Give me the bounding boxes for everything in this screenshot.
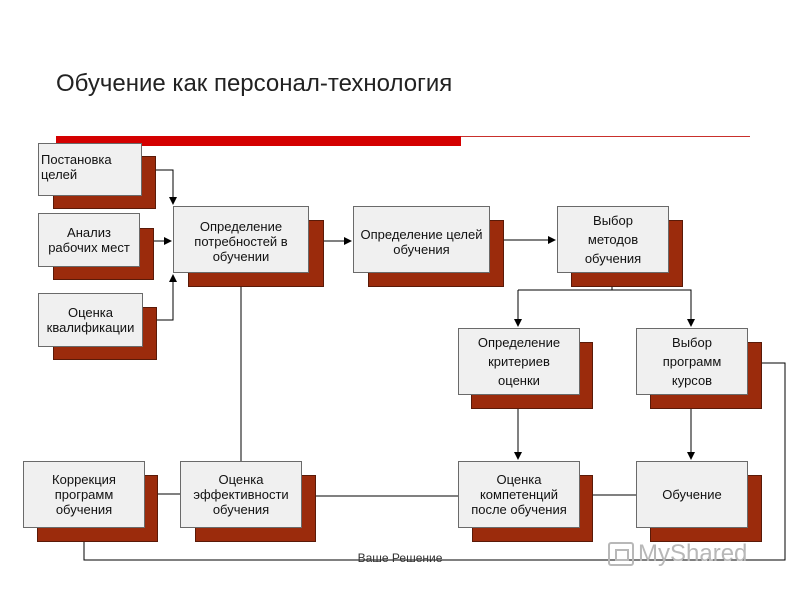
box-program-correction: Коррекция программ обучения	[23, 461, 145, 528]
watermark-text: MyShared	[638, 540, 748, 567]
box-methods-choice: Выбор методов обучения	[557, 206, 669, 273]
presentation-icon	[608, 542, 634, 566]
box-training-goals: Определение целей обучения	[353, 206, 490, 273]
box-goal-setting: Постановка целей	[38, 143, 142, 196]
arrow-correction-to-programs	[83, 359, 786, 561]
box-criteria-definition: Определение критериев оценки	[458, 328, 580, 395]
box-needs-definition: Определение потребностей в обучении	[173, 206, 309, 273]
slide-title: Обучение как персонал-технология	[56, 70, 453, 97]
footer-text: Ваше Решение	[357, 551, 443, 565]
box-job-analysis: Анализ рабочих мест	[38, 213, 140, 267]
title-rule-thick	[56, 136, 461, 146]
arrow-split-to-programs	[612, 289, 695, 327]
box-effectiveness-assessment: Оценка эффективности обучения	[180, 461, 302, 528]
box-program-choice: Выбор программ курсов	[636, 328, 748, 395]
box-qualification-assessment: Оценка квалификации	[38, 293, 143, 347]
watermark-logo: MyShared	[608, 540, 747, 568]
box-competency-assessment: Оценка компетенций после обучения	[458, 461, 580, 528]
box-training: Обучение	[636, 461, 748, 528]
